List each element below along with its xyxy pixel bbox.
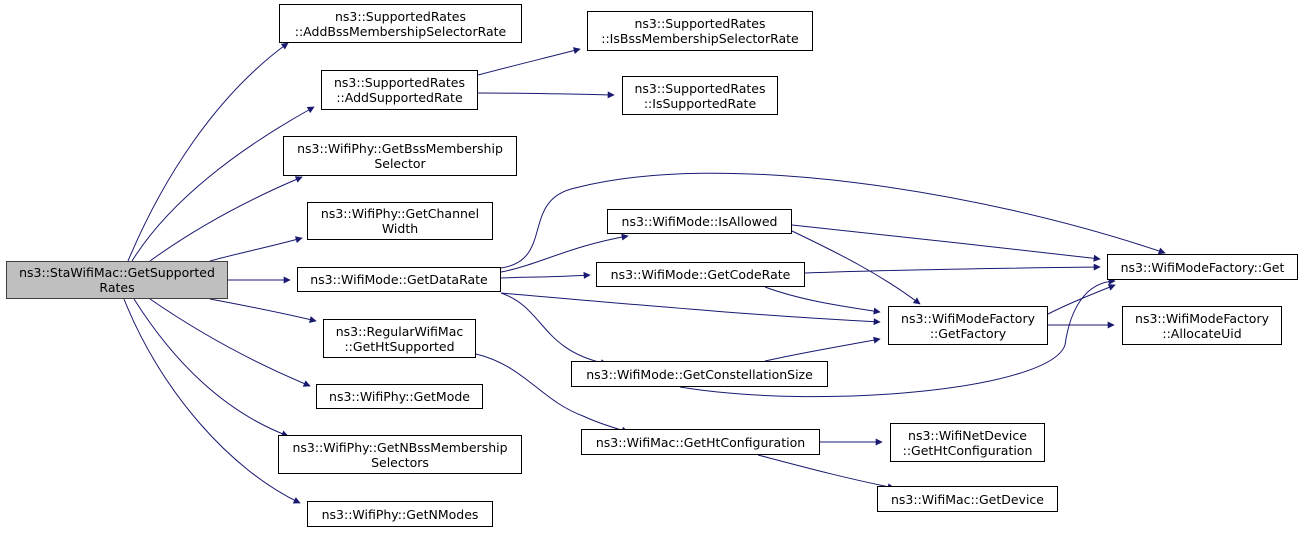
edge-root-to-getNBss [133,298,289,438]
node-factoryGet[interactable]: ns3::WifiModeFactory::Get [1107,254,1298,280]
node-label: ::GetHtSupported [344,338,455,354]
edge-getCodeRate-to-factoryGet [804,263,1101,274]
node-allocateUid[interactable]: ns3::WifiModeFactory::AllocateUid [1122,306,1282,345]
node-label: ns3::SupportedRates [634,80,766,96]
node-label: ns3::WifiMode::GetConstellationSize [586,366,813,382]
node-label: ::AddBssMembershipSelectorRate [294,23,507,39]
edge-root-to-getBssSelector [149,176,303,262]
node-label: ::AddSupportedRate [336,90,463,105]
edge-getDataRate-to-getFactory [500,292,881,326]
node-getDevice[interactable]: ns3::WifiMac::GetDevice [877,486,1058,512]
node-isSupportedRate[interactable]: ns3::SupportedRates::IsSupportedRate [622,76,778,115]
node-addSupportedRate[interactable]: ns3::SupportedRates::AddSupportedRate [321,70,478,110]
edge-isAllowed-to-getFactory [791,230,921,305]
node-label: ns3::WifiPhy::GetNModes [321,506,479,522]
edge-getConstellation-to-getFactory [764,336,881,362]
node-getHtConfig[interactable]: ns3::WifiMac::GetHtConfiguration [581,429,820,455]
edge-addSupportedRate-to-isBssRate [477,47,581,76]
node-label: ns3::WifiMac::GetHtConfiguration [595,434,806,450]
node-getConstellation[interactable]: ns3::WifiMode::GetConstellationSize [571,361,828,387]
node-netDevHtConfig[interactable]: ns3::WifiNetDevice::GetHtConfiguration [890,423,1045,462]
edge-getDataRate-to-factoryGet [500,172,1166,269]
edge-getDataRate-to-getConstellation [500,292,608,367]
node-label: Selector [374,156,426,171]
node-label: ::GetHtConfiguration [902,442,1033,458]
node-label: ::AllocateUid [1162,325,1242,341]
node-getFactory[interactable]: ns3::WifiModeFactory::GetFactory [888,306,1048,345]
edge-root-to-getMode [149,298,311,387]
node-label: Rates [99,280,135,295]
node-label: Selectors [371,454,429,470]
node-label: ns3::SupportedRates [333,75,466,90]
node-label: ns3::SupportedRates [334,8,467,24]
edge-root-to-getNModes [123,298,301,504]
edge-getHtSupported-to-getHtConfig [475,353,629,434]
node-label: ns3::RegularWifiMac [335,323,464,339]
edge-root-to-getHtSupported [209,298,317,323]
node-label: ::GetFactory [929,325,1007,341]
edge-getFactory-to-factoryGet [1047,284,1116,315]
node-getMode[interactable]: ns3::WifiPhy::GetMode [316,384,483,409]
edge-getDataRate-to-getCodeRate [500,271,591,279]
edge-root-to-addSupportedRate [131,106,315,262]
node-isBssRate[interactable]: ns3::SupportedRates::IsBssMembershipSele… [587,11,813,51]
node-getHtSupported[interactable]: ns3::RegularWifiMac::GetHtSupported [323,319,476,358]
edge-getCodeRate-to-getFactory [764,286,881,315]
edge-getHtConfig-to-getDevice [757,454,895,491]
node-label: ns3::WifiModeFactory::Get [1120,259,1285,275]
node-label: ns3::WifiNetDevice [908,427,1027,443]
node-label: ns3::WifiModeFactory [1135,310,1269,326]
node-addBssRate[interactable]: ns3::SupportedRates::AddBssMembershipSel… [279,4,522,43]
node-getDataRate[interactable]: ns3::WifiMode::GetDataRate [297,267,501,292]
edge-addSupportedRate-to-isSupportedRate [477,91,615,99]
node-label: ns3::WifiMac::GetDevice [890,491,1044,507]
edge-root-to-getChannelWidth [209,236,303,262]
node-getCodeRate[interactable]: ns3::WifiMode::GetCodeRate [596,262,805,287]
edge-root-to-addBssRate [127,42,289,262]
node-label: ns3::WifiPhy::GetNBssMembership [292,439,508,455]
edge-getDataRate-to-isAllowed [500,233,629,273]
node-label: ns3::WifiMode::GetCodeRate [610,267,791,282]
node-label: ns3::SupportedRates [634,16,766,31]
node-label: ns3::WifiMode::IsAllowed [621,214,778,229]
node-label: ns3::WifiMode::GetDataRate [310,272,488,287]
node-label: Width [381,221,419,236]
node-label: ::IsBssMembershipSelectorRate [601,31,799,46]
node-label: ns3::WifiPhy::GetMode [329,389,470,404]
node-label: ns3::WifiModeFactory [901,310,1035,326]
node-label: ::IsSupportedRate [643,95,757,111]
node-label: ns3::WifiPhy::GetChannel [320,206,480,221]
node-label: ns3::StaWifiMac::GetSupported [19,265,215,280]
edge-isAllowed-to-factoryGet [791,224,1101,262]
node-getNModes[interactable]: ns3::WifiPhy::GetNModes [307,501,493,527]
node-isAllowed[interactable]: ns3::WifiMode::IsAllowed [607,209,792,234]
node-label: ns3::WifiPhy::GetBssMembership [297,141,503,156]
